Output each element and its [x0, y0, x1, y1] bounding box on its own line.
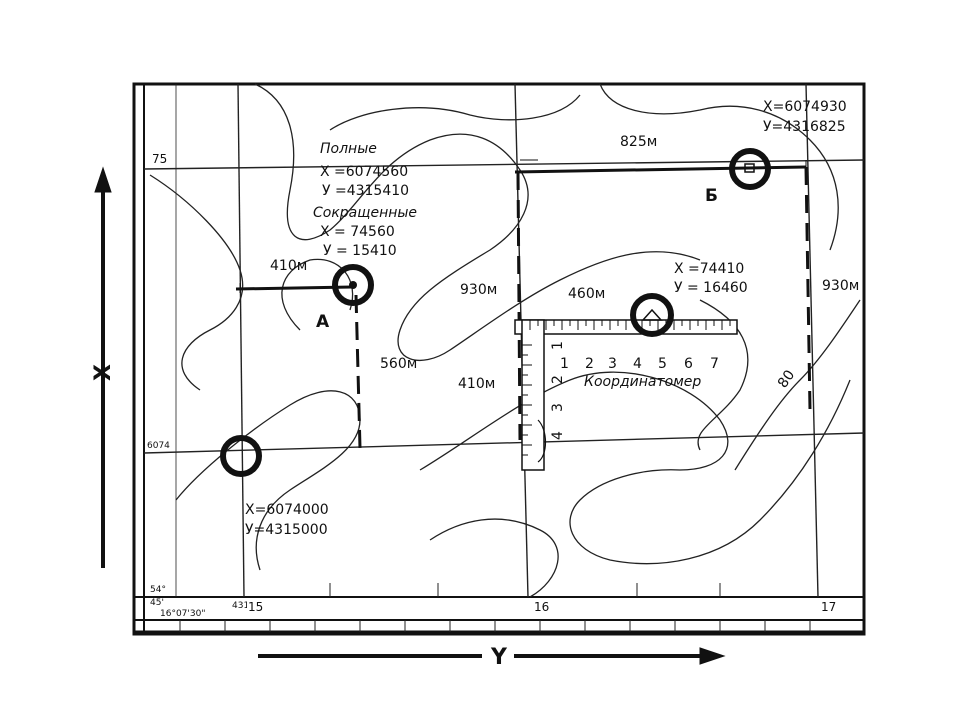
point-a-short-y: У = 15410 [323, 243, 397, 259]
coord-tick-2: 2 [585, 356, 594, 372]
point-a-marker [332, 264, 374, 306]
coord-tick-6: 6 [684, 356, 693, 372]
coordinatometer-scale-v: 1 2 3 4 [550, 341, 566, 440]
contour-label: 80 [775, 367, 798, 391]
x-axis-arrow [94, 166, 112, 568]
point-c-y: У = 16460 [674, 280, 748, 296]
point-c-marker [630, 293, 674, 337]
coord-tick-7: 7 [710, 356, 719, 372]
origin-x: X=6074000 [245, 502, 329, 518]
point-a-dist-side: 560м [380, 356, 417, 372]
point-a-letter: A [316, 312, 330, 332]
origin-y: У=4315000 [245, 522, 328, 538]
point-b-construction [514, 159, 812, 441]
point-a-labels: Полные X =6074560 У =4315410 Сокращенные… [270, 141, 417, 372]
y-axis-label: Y [490, 645, 508, 670]
corner-label-lon: 16°07'30" [160, 609, 205, 619]
coordinatometer: 1 2 3 4 5 6 7 1 2 3 4 Координатомер [514, 319, 738, 471]
point-c-dist-top: 460м [568, 286, 605, 302]
coord-vtick-1: 1 [550, 341, 566, 350]
point-b-letter: Б [705, 186, 718, 206]
frame-ticks [179, 583, 811, 632]
coord-tick-3: 3 [608, 356, 617, 372]
point-a-dist-top: 410м [270, 258, 307, 274]
origin-point-labels: X=6074000 У=4315000 [245, 502, 329, 538]
grid-label-4315: 4315 [232, 601, 255, 611]
y-axis-arrow [258, 647, 726, 665]
grid-labels: 75 6074 4315 16 17 54° 45' 16°07'30" [147, 152, 836, 619]
point-a-construction [235, 283, 362, 449]
grid-label-16: 16 [534, 600, 549, 614]
map-frame [132, 82, 866, 636]
origin-point-marker [220, 435, 262, 477]
coord-tick-1: 1 [560, 356, 569, 372]
grid-label-15: 15 [248, 600, 263, 614]
x-axis-label: X [91, 364, 116, 381]
point-b-labels: X=6074930 У=4316825 825м 930м 930м Б [460, 99, 859, 298]
corner-label-lat: 54° [150, 585, 166, 595]
point-b-dist-top: 825м [620, 134, 657, 150]
coordinatometer-label: Координатомер [584, 374, 701, 390]
point-b-dist-left: 930м [460, 282, 497, 298]
point-b-dist-right: 930м [822, 278, 859, 294]
grid-label-17: 17 [821, 600, 836, 614]
point-a-full-x: X =6074560 [320, 164, 408, 180]
point-a-full-y: У =4315410 [322, 183, 409, 199]
point-a-short-x: X = 74560 [320, 224, 395, 240]
point-a-short-heading: Сокращенные [313, 205, 417, 221]
coordinatometer-scale-h: 1 2 3 4 5 6 7 [560, 356, 719, 372]
coord-vtick-3: 3 [550, 403, 566, 412]
grid-label-75: 75 [152, 152, 167, 166]
coord-tick-4: 4 [633, 356, 642, 372]
point-c-x: X =74410 [674, 261, 744, 277]
coord-tick-5: 5 [658, 356, 667, 372]
point-b-x: X=6074930 [763, 99, 847, 115]
point-b-marker [729, 148, 771, 190]
point-c-dist-left: 410м [458, 376, 495, 392]
coord-vtick-4: 4 [550, 431, 566, 440]
point-a-full-heading: Полные [320, 141, 377, 157]
point-c-labels: X =74410 У = 16460 460м 410м [458, 261, 748, 392]
point-b-y: У=4316825 [763, 119, 846, 135]
coord-vtick-2: 2 [550, 375, 566, 384]
corner-label-45: 45' [150, 598, 164, 608]
grid-label-6074: 6074 [147, 441, 170, 451]
